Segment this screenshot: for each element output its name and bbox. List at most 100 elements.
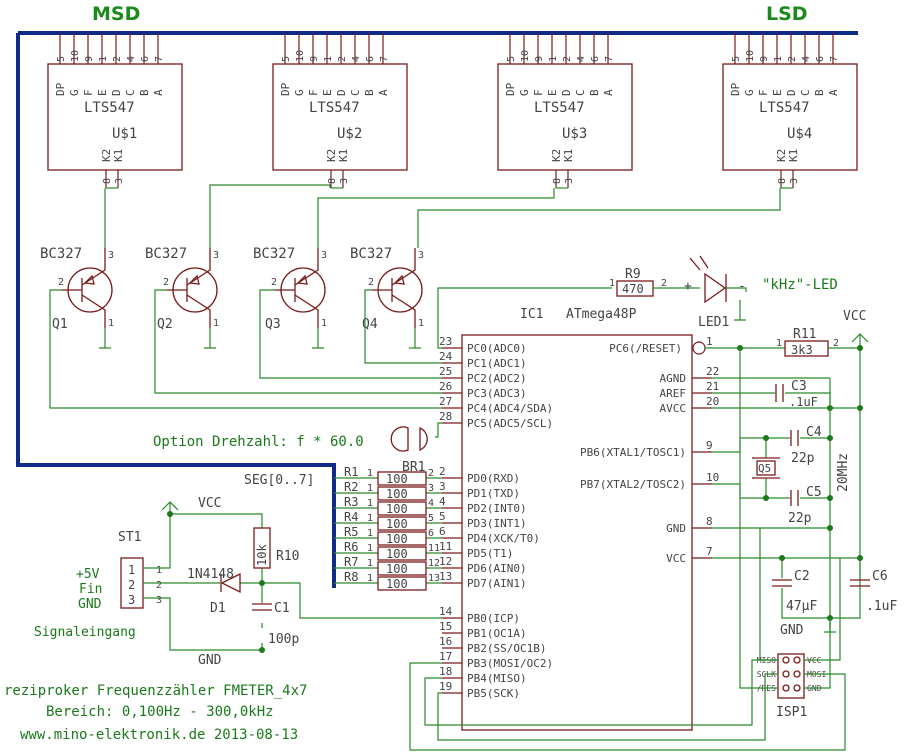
st1-outer-pin-2: 2 <box>156 580 162 591</box>
display-pin-number: 5 <box>56 56 67 62</box>
led-wire <box>653 287 747 292</box>
r10-value: 10k <box>255 544 269 566</box>
c5-name: C5 <box>806 485 822 500</box>
footer-line-3: www.mino-elektronik.de 2013-08-13 <box>20 727 298 743</box>
display-pin-name: B <box>138 89 151 96</box>
display-pin-number: 9 <box>534 56 545 62</box>
ic-pin-name: PB5(SCK) <box>467 687 520 700</box>
isp-pin <box>782 656 790 664</box>
led-gnd-symbol <box>734 300 746 321</box>
r11-value: 3k3 <box>791 343 813 357</box>
junction <box>857 555 863 561</box>
ic-pin-number: 28 <box>439 410 452 423</box>
resistor-array-label: R8 <box>344 570 358 584</box>
ic-pin-name: PC2(ADC2) <box>467 372 527 385</box>
st1-pin-1: 1 <box>128 563 135 577</box>
junction <box>857 345 863 351</box>
ic-pin-name: PD6(AIN0) <box>467 562 527 575</box>
transistor-type: BC327 <box>145 246 187 262</box>
junction <box>827 435 833 441</box>
resistor-array-value: 100 <box>386 472 408 486</box>
ic-pin-name: PB3(MOSI/OC2) <box>467 657 553 670</box>
c1-value: 100p <box>268 632 299 647</box>
ic-pin-name: PB2(SS/OC1B) <box>467 642 546 655</box>
transistor-pin-emitter: 3 <box>108 250 114 261</box>
led-minus: - <box>738 279 746 294</box>
ic-pin-name: GND <box>666 522 686 535</box>
ic-pin-number: 4 <box>439 495 446 508</box>
r11-body <box>784 340 829 357</box>
display-pin-number: 9 <box>759 56 770 62</box>
c2-c6-plates <box>772 579 870 587</box>
q3-collector-wire <box>317 188 555 248</box>
ic-pin-name: PB6(XTAL1/TOSC1) <box>580 446 686 459</box>
resistor-array-pin-out: 5 <box>428 513 434 524</box>
c4-name: C4 <box>806 425 822 440</box>
c4-value: 22p <box>791 451 815 466</box>
isp-power-nets <box>804 558 841 689</box>
crystal-freq: 20MHz <box>836 453 851 492</box>
display-pin-number: 1 <box>773 56 784 62</box>
resistor-array-value: 100 <box>386 577 408 591</box>
r9-pin2: 2 <box>661 278 667 289</box>
display-pin-name: A <box>827 89 840 96</box>
display-pin-number: 9 <box>309 56 320 62</box>
display-pin-number: 10 <box>745 50 756 62</box>
r11-pin1: 1 <box>776 338 782 349</box>
display-pin-number: 10 <box>295 50 306 62</box>
isp1-header <box>777 653 805 699</box>
resistor-array-value: 100 <box>386 532 408 546</box>
r9-value: 470 <box>622 282 644 296</box>
ic-pin-name: PD5(T1) <box>467 547 513 560</box>
display-pin-name: C <box>574 89 587 96</box>
ic-pin-number: 24 <box>439 350 453 363</box>
c1-name: C1 <box>274 601 290 616</box>
ic-pin-name: VCC <box>666 552 686 565</box>
display-pin-name: E <box>321 89 334 96</box>
display-pin-number: 10 <box>520 50 531 62</box>
analog-nets <box>712 377 860 409</box>
display-k-label: K2 <box>550 149 563 162</box>
ic-pin-name: PC4(ADC4/SDA) <box>467 402 553 415</box>
display-k-label: K1 <box>337 149 350 162</box>
ic-pin-number: 5 <box>439 510 446 523</box>
resistor-array-pin-in: 1 <box>367 483 373 494</box>
resistor-array-label: R6 <box>344 540 358 554</box>
ic-pin-name: PB7(XTAL2/TOSC2) <box>580 478 686 491</box>
transistor-type: BC327 <box>350 246 392 262</box>
resistor-array-label: R7 <box>344 555 358 569</box>
transistor-pin-collector: 1 <box>321 318 327 329</box>
isp-mosi-net <box>409 662 846 751</box>
isp1-name: ISP1 <box>776 705 807 720</box>
display-pin-number: 6 <box>590 56 601 62</box>
display-pin-number: 5 <box>506 56 517 62</box>
display-k-pin: 8 <box>102 178 113 184</box>
resistor-array-value: 100 <box>386 547 408 561</box>
q4-collector-wire <box>417 188 781 248</box>
ic-pin-number: 12 <box>439 555 452 568</box>
r10-body <box>253 527 271 569</box>
display-pin-number: 10 <box>70 50 81 62</box>
transistor-name: Q2 <box>157 317 173 332</box>
display-pin-name: G <box>743 89 756 96</box>
c6-name: C6 <box>872 569 888 584</box>
resistor-array-pin-out: 6 <box>428 528 434 539</box>
display-pin-number: 4 <box>351 56 362 62</box>
display-k-label: K2 <box>325 149 338 162</box>
pc0-led-wire <box>437 287 612 349</box>
display-k-label: K1 <box>787 149 800 162</box>
display-pin-name: D <box>560 89 573 96</box>
